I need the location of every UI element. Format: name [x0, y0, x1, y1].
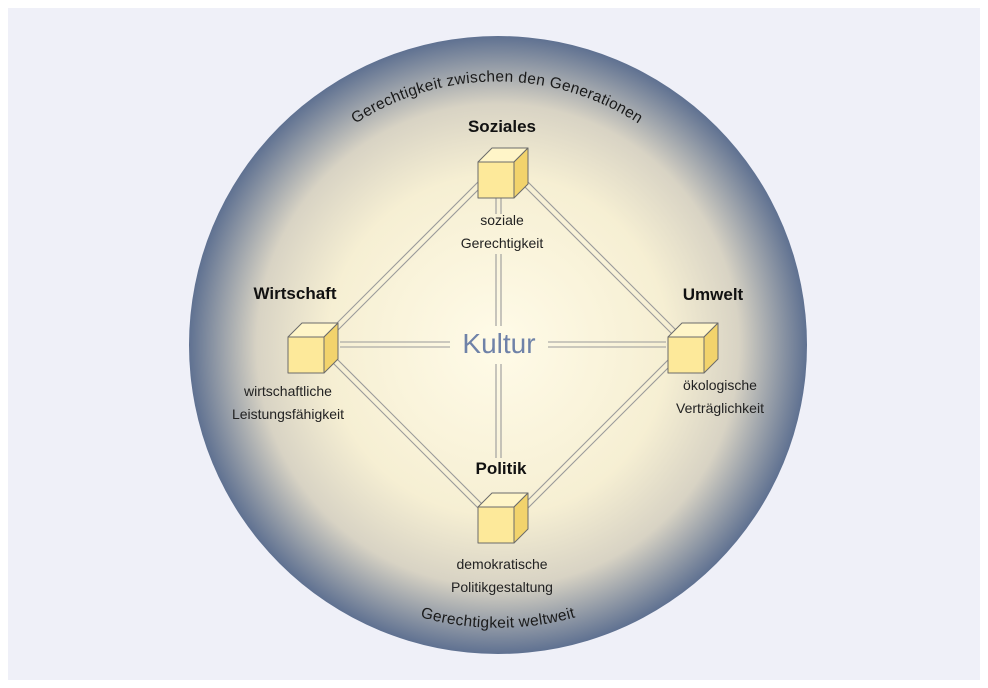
node-subtitle-umwelt-1: ökologische [683, 377, 757, 393]
connectors [329, 169, 677, 521]
connector-top-right [511, 169, 677, 335]
connector-right-bottom [511, 355, 677, 521]
diagram-frame: Gerechtigkeit zwischen den Generationen … [8, 8, 980, 680]
node-title-politik: Politik [475, 459, 527, 478]
outer-circle [189, 36, 807, 654]
sustainability-diagram: Gerechtigkeit zwischen den Generationen … [189, 36, 807, 654]
node-title-umwelt: Umwelt [683, 285, 744, 304]
connector-vertical-lower [495, 364, 502, 458]
node-subtitle-wirtschaft-1: wirtschaftliche [243, 383, 332, 399]
connector-left-bottom [329, 355, 495, 521]
node-subtitle-politik-2: Politikgestaltung [451, 579, 553, 595]
node-subtitle-umwelt-2: Verträglichkeit [676, 400, 764, 416]
cube-icon-umwelt [667, 322, 719, 374]
cube-icon-wirtschaft [287, 322, 339, 374]
cube-icon-politik [477, 492, 529, 544]
connector-horizontal-left [340, 341, 450, 348]
center-label: Kultur [462, 328, 535, 359]
node-subtitle-politik-1: demokratische [456, 556, 547, 572]
cube-icon-soziales [477, 147, 529, 199]
node-subtitle-soziales-2: Gerechtigkeit [461, 235, 544, 251]
node-subtitle-wirtschaft-2: Leistungsfähigkeit [232, 406, 344, 422]
node-title-soziales: Soziales [468, 117, 536, 136]
node-subtitle-soziales-1: soziale [480, 212, 524, 228]
connector-top-left [329, 169, 495, 335]
node-title-wirtschaft: Wirtschaft [254, 284, 337, 303]
connector-horizontal-right [548, 341, 666, 348]
